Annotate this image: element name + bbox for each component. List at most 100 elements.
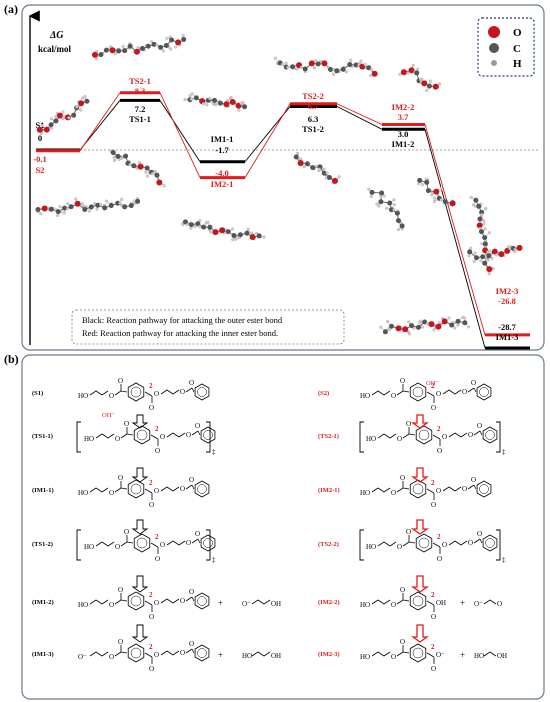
svg-text:O: O: [391, 601, 396, 609]
label-red-IM3-value_red: -26.8: [498, 296, 516, 306]
svg-text:O: O: [437, 447, 442, 455]
svg-text:O: O: [397, 435, 402, 443]
right-row-3-ts-bracket: ‡: [359, 529, 506, 564]
label-red-IM2-value_red: 3.7: [398, 112, 409, 122]
svg-text:2: 2: [155, 425, 159, 433]
svg-text:O: O: [154, 390, 159, 398]
svg-text:HO: HO: [78, 601, 88, 609]
svg-text:HO: HO: [360, 489, 370, 497]
energy-profile-labels: S10-0.1S27.2TS1-1TS2-18.3IM1-1-1.7-4.0IM…: [33, 76, 518, 342]
svg-text:O: O: [149, 404, 154, 412]
molecule-structures: [35, 33, 523, 336]
svg-text:O: O: [149, 665, 154, 673]
left-arrow-4: [131, 624, 149, 643]
svg-text:O: O: [109, 653, 114, 661]
svg-text:2: 2: [155, 533, 159, 541]
svg-text:O: O: [180, 597, 185, 605]
svg-text:O: O: [406, 420, 411, 428]
right-row-label-4: (IM2-2): [318, 599, 340, 606]
svg-text:O: O: [124, 528, 129, 536]
svg-text:O: O: [154, 599, 159, 607]
svg-text:2: 2: [149, 591, 153, 599]
svg-text:O: O: [462, 485, 467, 493]
svg-text:O: O: [477, 422, 482, 430]
svg-text:HO: HO: [366, 543, 376, 551]
svg-text:HO: HO: [78, 489, 88, 497]
svg-text:O: O: [397, 543, 402, 551]
right-arrow-3: [410, 575, 430, 593]
left-arrow-3: [131, 575, 149, 593]
label-black-TS1-value_black: 7.2: [135, 104, 146, 114]
panel-a-frame: [21, 4, 545, 351]
svg-text:‡: ‡: [502, 448, 506, 456]
svg-text:HO: HO: [366, 435, 376, 443]
svg-text:2: 2: [431, 591, 435, 599]
molecule-s1: [36, 94, 90, 135]
panel-b-label: (b): [4, 352, 19, 366]
pathway-note: Black: Reaction pathway for attacking th…: [71, 309, 345, 345]
carbon-legend-ball: [489, 43, 499, 53]
label-black-IM2-value_black: 3.0: [398, 129, 409, 139]
molecule-im2-3: [467, 244, 523, 263]
svg-text:O: O: [124, 420, 129, 428]
label-red-TS2-value_red: 6.7: [308, 101, 319, 111]
svg-text:HO: HO: [78, 392, 88, 400]
svg-text:OH: OH: [497, 652, 507, 660]
molecule-im2-2: [417, 177, 456, 207]
molecule-ts2-mid: [293, 151, 341, 185]
svg-text:O: O: [431, 501, 436, 509]
svg-text:O: O: [155, 555, 160, 563]
right-row-label-2: (IM2-1): [318, 487, 340, 494]
svg-text:O: O: [109, 489, 114, 497]
svg-text:O: O: [436, 390, 441, 398]
svg-text:O: O: [160, 541, 165, 549]
label-red-TS1-value_red: 8.3: [135, 86, 146, 96]
left-arrow-0: [131, 414, 149, 429]
label-red-IM2-name_red: IM2-2: [392, 102, 415, 112]
label-black-IM3-value_black: -28.7: [498, 322, 516, 332]
right-arrow-1: [410, 467, 430, 483]
label-black-IM1-name_black: IM1-1: [211, 134, 234, 144]
connector-red-4: [424, 124, 486, 336]
left-row-label-5: (IM1-3): [32, 651, 54, 658]
svg-text:2: 2: [149, 479, 153, 487]
svg-text:‡: ‡: [212, 448, 216, 456]
label-red-TS2-name_red: TS2-2: [302, 91, 324, 101]
label-black-IM3-name_black: IM1-3: [496, 332, 519, 342]
label-black-S1-name_black: S1: [36, 120, 45, 130]
svg-text:OH: OH: [436, 599, 446, 607]
svg-text:2: 2: [149, 382, 153, 390]
svg-text:O: O: [400, 474, 405, 482]
connector-red-2: [244, 103, 291, 178]
left-coproduct-4: O⁻: [242, 600, 251, 608]
legend-c-label: C: [513, 43, 521, 55]
svg-text:OH: OH: [271, 652, 281, 660]
left-arrow-1: [131, 467, 149, 483]
molecule-ts2-top: [273, 56, 378, 78]
svg-text:O: O: [468, 431, 473, 439]
right-plus-5: +: [460, 650, 465, 660]
right-plus-4: +: [460, 598, 465, 608]
y-axis-symbol: ΔG: [49, 30, 64, 41]
svg-text:O: O: [391, 392, 396, 400]
note-black-pathway: Black: Reaction pathway for attacking th…: [82, 315, 283, 325]
connector-red-3: [336, 103, 383, 125]
svg-text:O: O: [149, 613, 154, 621]
svg-text:O: O: [406, 528, 411, 536]
element-legend: O C H: [477, 17, 535, 77]
svg-text:O: O: [154, 487, 159, 495]
svg-text:O: O: [471, 476, 476, 484]
left-row-label-2: (IM1-1): [32, 487, 54, 494]
svg-text:O: O: [160, 433, 165, 441]
svg-text:O: O: [462, 388, 467, 396]
svg-text:O: O: [431, 665, 436, 673]
note-red-pathway: Red: Reaction pathway for attacking the …: [82, 328, 278, 338]
molecule-im1-2: [367, 187, 405, 232]
svg-text:O: O: [155, 447, 160, 455]
